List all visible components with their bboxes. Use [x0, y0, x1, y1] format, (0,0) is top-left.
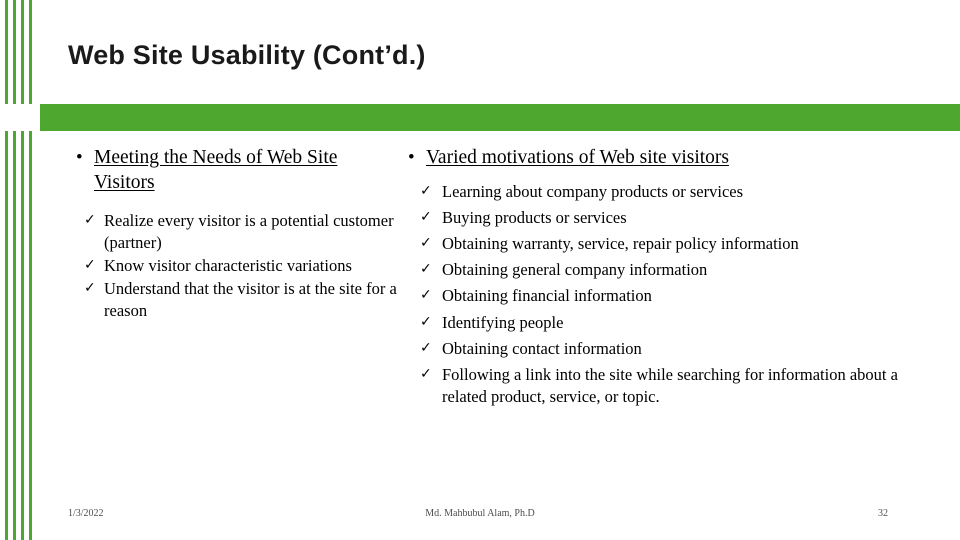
left-decorative-stripes	[0, 0, 40, 540]
left-column-heading: • Meeting the Needs of Web Site Visitors	[76, 147, 338, 193]
stripe-4	[29, 0, 32, 540]
list-item: ✓ Obtaining contact information	[420, 338, 642, 358]
check-icon: ✓	[84, 280, 96, 297]
title-accent-band	[40, 104, 960, 131]
check-icon: ✓	[420, 209, 432, 226]
list-item: ✓ Know visitor characteristic variations	[84, 256, 352, 276]
check-icon: ✓	[420, 339, 432, 356]
page-title: Web Site Usability (Cont’d.)	[68, 40, 426, 70]
list-item: ✓ Understand that the visitor is at the …	[84, 279, 397, 321]
check-icon: ✓	[84, 211, 96, 228]
bullet-dot-icon: •	[408, 147, 415, 168]
right-column-heading: • Varied motivations of Web site visitor…	[400, 146, 940, 171]
stripe-3	[21, 0, 24, 540]
check-icon: ✓	[420, 313, 432, 330]
slide-content: • Meeting the Needs of Web Site Visitors…	[60, 146, 940, 496]
footer-author: Md. Mahbubul Alam, Ph.D	[425, 508, 535, 519]
check-icon: ✓	[420, 365, 432, 382]
list-item: ✓ Learning about company products or ser…	[420, 181, 744, 201]
footer-page-number: 32	[878, 508, 888, 519]
bullet-dot-icon: •	[76, 147, 83, 168]
left-column: • Meeting the Needs of Web Site Visitors…	[60, 146, 400, 323]
stripe-2	[13, 0, 16, 540]
check-icon: ✓	[420, 261, 432, 278]
list-item: ✓ Obtaining general company information	[420, 260, 708, 280]
stripe-1	[5, 0, 8, 540]
check-icon: ✓	[84, 257, 96, 274]
list-item: ✓ Realize every visitor is a potential c…	[84, 210, 394, 253]
title-accent-band-gap	[0, 104, 40, 131]
list-item: ✓ Obtaining financial information	[420, 286, 652, 306]
list-item: ✓ Identifying people	[420, 312, 564, 332]
footer-date: 1/3/2022	[68, 508, 104, 519]
list-item: ✓ Following a link into the site while s…	[420, 364, 898, 406]
list-item: ✓ Buying products or services	[420, 208, 627, 228]
right-column: • Varied motivations of Web site visitor…	[400, 146, 940, 412]
list-item: ✓ Obtaining warranty, service, repair po…	[420, 234, 799, 254]
check-icon: ✓	[420, 287, 432, 304]
check-icon: ✓	[420, 235, 432, 252]
check-icon: ✓	[420, 182, 432, 199]
